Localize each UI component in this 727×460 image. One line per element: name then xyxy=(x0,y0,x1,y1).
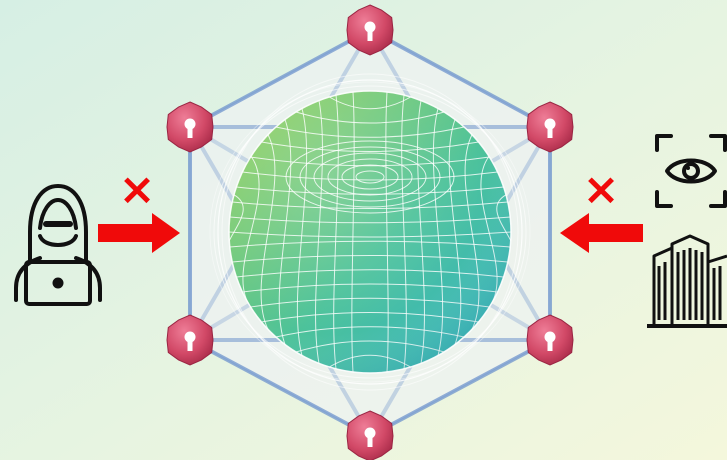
left-blocked-marker: × xyxy=(119,164,156,215)
left-cross-mark: × xyxy=(119,164,156,215)
encrypted-sphere xyxy=(225,91,515,373)
right-blocked-marker: × xyxy=(583,164,620,215)
right-cross-mark: × xyxy=(583,164,620,215)
